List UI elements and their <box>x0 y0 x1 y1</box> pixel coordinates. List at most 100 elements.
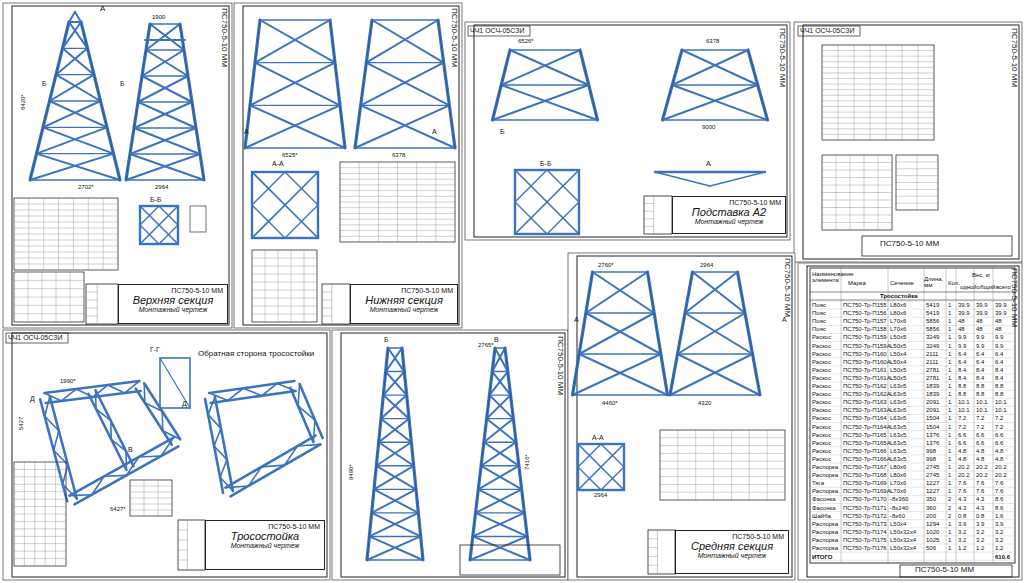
leg-member <box>245 20 260 148</box>
table-cell: 1 <box>948 367 951 373</box>
brace-member <box>138 102 196 128</box>
table-rule <box>918 45 919 140</box>
title-block-text: ПС750-5-10 ММ <box>355 287 453 294</box>
table-cell: ПС750-Тр-П166 <box>843 448 887 454</box>
drawing-label: А <box>706 160 711 167</box>
table-rule <box>397 162 398 242</box>
strut-member <box>30 179 120 180</box>
leg-member <box>505 348 530 560</box>
table-cell: Раскос <box>812 351 831 357</box>
drawing-label: 2702* <box>78 184 94 190</box>
brace-member <box>43 127 114 153</box>
table-rule <box>677 430 678 500</box>
table-cell: 1 <box>948 456 951 462</box>
table-rule <box>810 422 1015 423</box>
title-rule <box>86 300 97 301</box>
table-rule <box>810 333 1015 334</box>
drawing-label: Б <box>500 128 505 135</box>
table-cell: Шайба <box>812 513 831 519</box>
table-cell: 10.1 <box>976 399 988 405</box>
lattice-member <box>249 467 262 486</box>
drawing-label: 2964 <box>700 262 713 268</box>
brace-member <box>142 50 184 76</box>
drawing-label: Д <box>30 395 35 402</box>
table-rule <box>14 469 66 470</box>
table-rule <box>14 476 66 477</box>
table-cell: 4.3 <box>958 505 966 511</box>
sheet-title: Средняя секция <box>680 540 784 552</box>
brace-member <box>30 154 114 180</box>
title-rule <box>322 308 332 309</box>
table-cell: 5856 <box>926 318 939 324</box>
table-cell: 1 <box>948 359 951 365</box>
table-cell: L50x5 <box>890 375 906 381</box>
table-rule <box>810 292 1015 293</box>
drawing-label: ЧЧ1 ОСЧ-05СЗИ <box>470 27 524 34</box>
table-rule <box>130 504 172 505</box>
strut-member <box>142 75 188 76</box>
lattice-member <box>243 388 261 396</box>
table-cell: 1.2 <box>976 545 984 551</box>
table-cell: 39.9 <box>958 302 970 308</box>
drawing-label: ПС750-5-10 ММ <box>783 258 791 317</box>
drawing-label: 6378 <box>392 152 405 158</box>
table-rule <box>144 480 145 516</box>
table-rule <box>822 106 934 107</box>
table-cell: 4.8 <box>958 456 966 462</box>
drawing-label: 4320 <box>698 400 711 406</box>
table-cell: 1504 <box>926 415 939 421</box>
table-rule <box>822 215 892 216</box>
table-cell: 8.8 <box>976 383 984 389</box>
title-block-text: ПС750-5-10 ММ <box>680 533 784 540</box>
brace-member <box>142 76 192 102</box>
strut-member <box>150 23 180 24</box>
table-rule <box>810 357 1015 358</box>
table-rule <box>660 492 785 493</box>
sheet-frame <box>807 266 1019 577</box>
brace-member <box>376 466 416 490</box>
lattice-member <box>63 465 68 485</box>
table-rule <box>870 45 871 140</box>
leg-edge <box>580 50 598 120</box>
sheet-border <box>234 3 462 328</box>
table-cell: 7.6 <box>995 488 1003 494</box>
table-rule <box>14 543 66 544</box>
strut-member <box>245 147 345 148</box>
drawing-label: Марка <box>848 280 866 286</box>
title-block-text: ПС750-5-10 ММ <box>123 287 223 294</box>
table-cell: 10.1 <box>995 399 1007 405</box>
table-cell: Раскос <box>812 424 831 430</box>
table-cell: 3.9 <box>995 521 1003 527</box>
lattice-member <box>161 438 173 456</box>
strut-member <box>367 559 423 560</box>
table-rule <box>265 250 266 322</box>
table-cell: L63x5 <box>890 391 906 397</box>
table-rule <box>14 551 66 552</box>
table-cell: 9.9 <box>958 334 966 340</box>
strut-member <box>487 418 514 419</box>
strut-member <box>489 394 510 395</box>
table-cell: 9.9 <box>976 343 984 349</box>
strut-member <box>50 100 101 101</box>
table-cell: Раскос <box>812 415 831 421</box>
strut-member <box>126 179 204 180</box>
sheet-frame <box>803 25 1019 259</box>
table-cell: ПС750-Тр-П175 <box>843 537 887 543</box>
table-rule <box>731 430 732 500</box>
table-cell: Фасонка <box>812 505 836 511</box>
strut-member <box>579 353 661 354</box>
table-cell: 1 <box>948 351 951 357</box>
table-cell: 10.1 <box>958 399 970 405</box>
title-rule <box>178 550 187 551</box>
drawing-label: Наименование элемента <box>812 271 842 284</box>
table-cell: 8.4 <box>976 367 984 373</box>
table-cell: 2781 <box>926 375 939 381</box>
table-rule <box>58 198 59 270</box>
strut-member <box>481 465 519 466</box>
leg-edge <box>748 50 768 120</box>
table-cell: Раскос <box>812 440 831 446</box>
strut-member <box>693 271 738 272</box>
table-cell: 3.2 <box>958 529 966 535</box>
table-cell: 1 <box>948 310 951 316</box>
table-rule <box>822 134 934 135</box>
